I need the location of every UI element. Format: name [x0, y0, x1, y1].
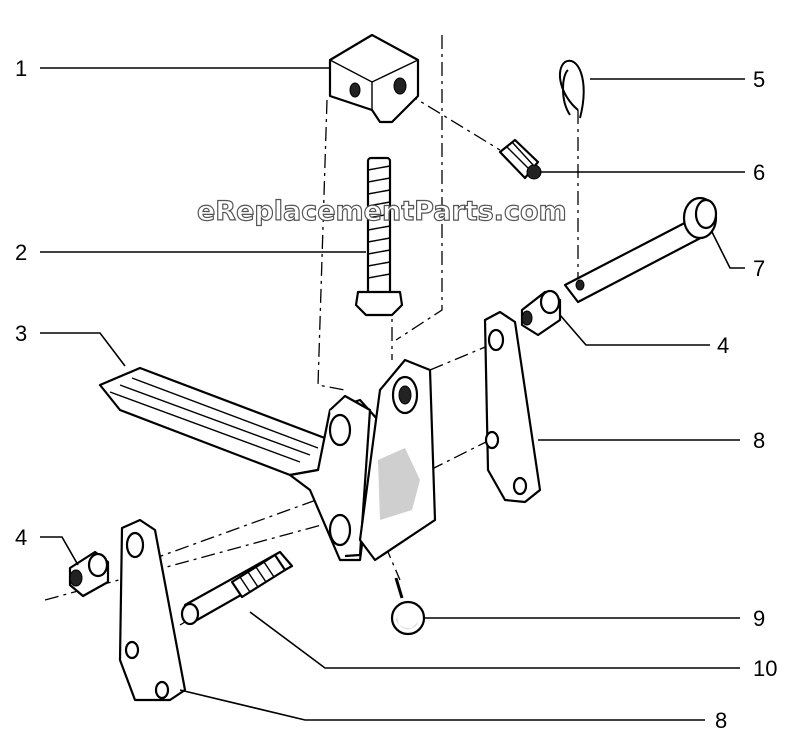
part-1-block: [328, 33, 420, 124]
part-3-pedal: [98, 358, 437, 562]
callout-4-right: 4: [717, 333, 729, 358]
part-8-link-plate-right: [483, 310, 542, 504]
callout-5: 5: [753, 67, 765, 92]
part-9-screw: [390, 577, 426, 636]
part-10-shaft: [180, 550, 294, 626]
callout-3: 3: [15, 321, 27, 346]
callout-1: 1: [15, 56, 27, 81]
assembly-lines: [44, 35, 579, 626]
part-7-pivot-pin: [563, 196, 718, 304]
callout-10: 10: [753, 656, 777, 681]
callout-9: 9: [753, 606, 765, 631]
part-4-bushing-right: [520, 289, 562, 337]
part-2-bolt: [354, 156, 404, 317]
callout-4-left: 4: [15, 525, 27, 550]
part-5-cotter-pin: [558, 59, 585, 119]
watermark: eReplacementParts.com: [197, 196, 567, 227]
callout-8-right: 8: [753, 428, 765, 453]
leader-lines: [40, 67, 745, 721]
callout-6: 6: [753, 160, 765, 185]
callout-2: 2: [15, 240, 27, 265]
callout-labels: 1 2 3 4 4 5 6 7 8 8 9 10: [15, 56, 777, 733]
part-8-link-plate-left: [118, 518, 187, 702]
callout-7: 7: [753, 256, 765, 281]
callout-8-left: 8: [715, 708, 727, 733]
part-6-grease-fitting: [498, 138, 542, 180]
part-4-bushing-left: [68, 550, 110, 598]
